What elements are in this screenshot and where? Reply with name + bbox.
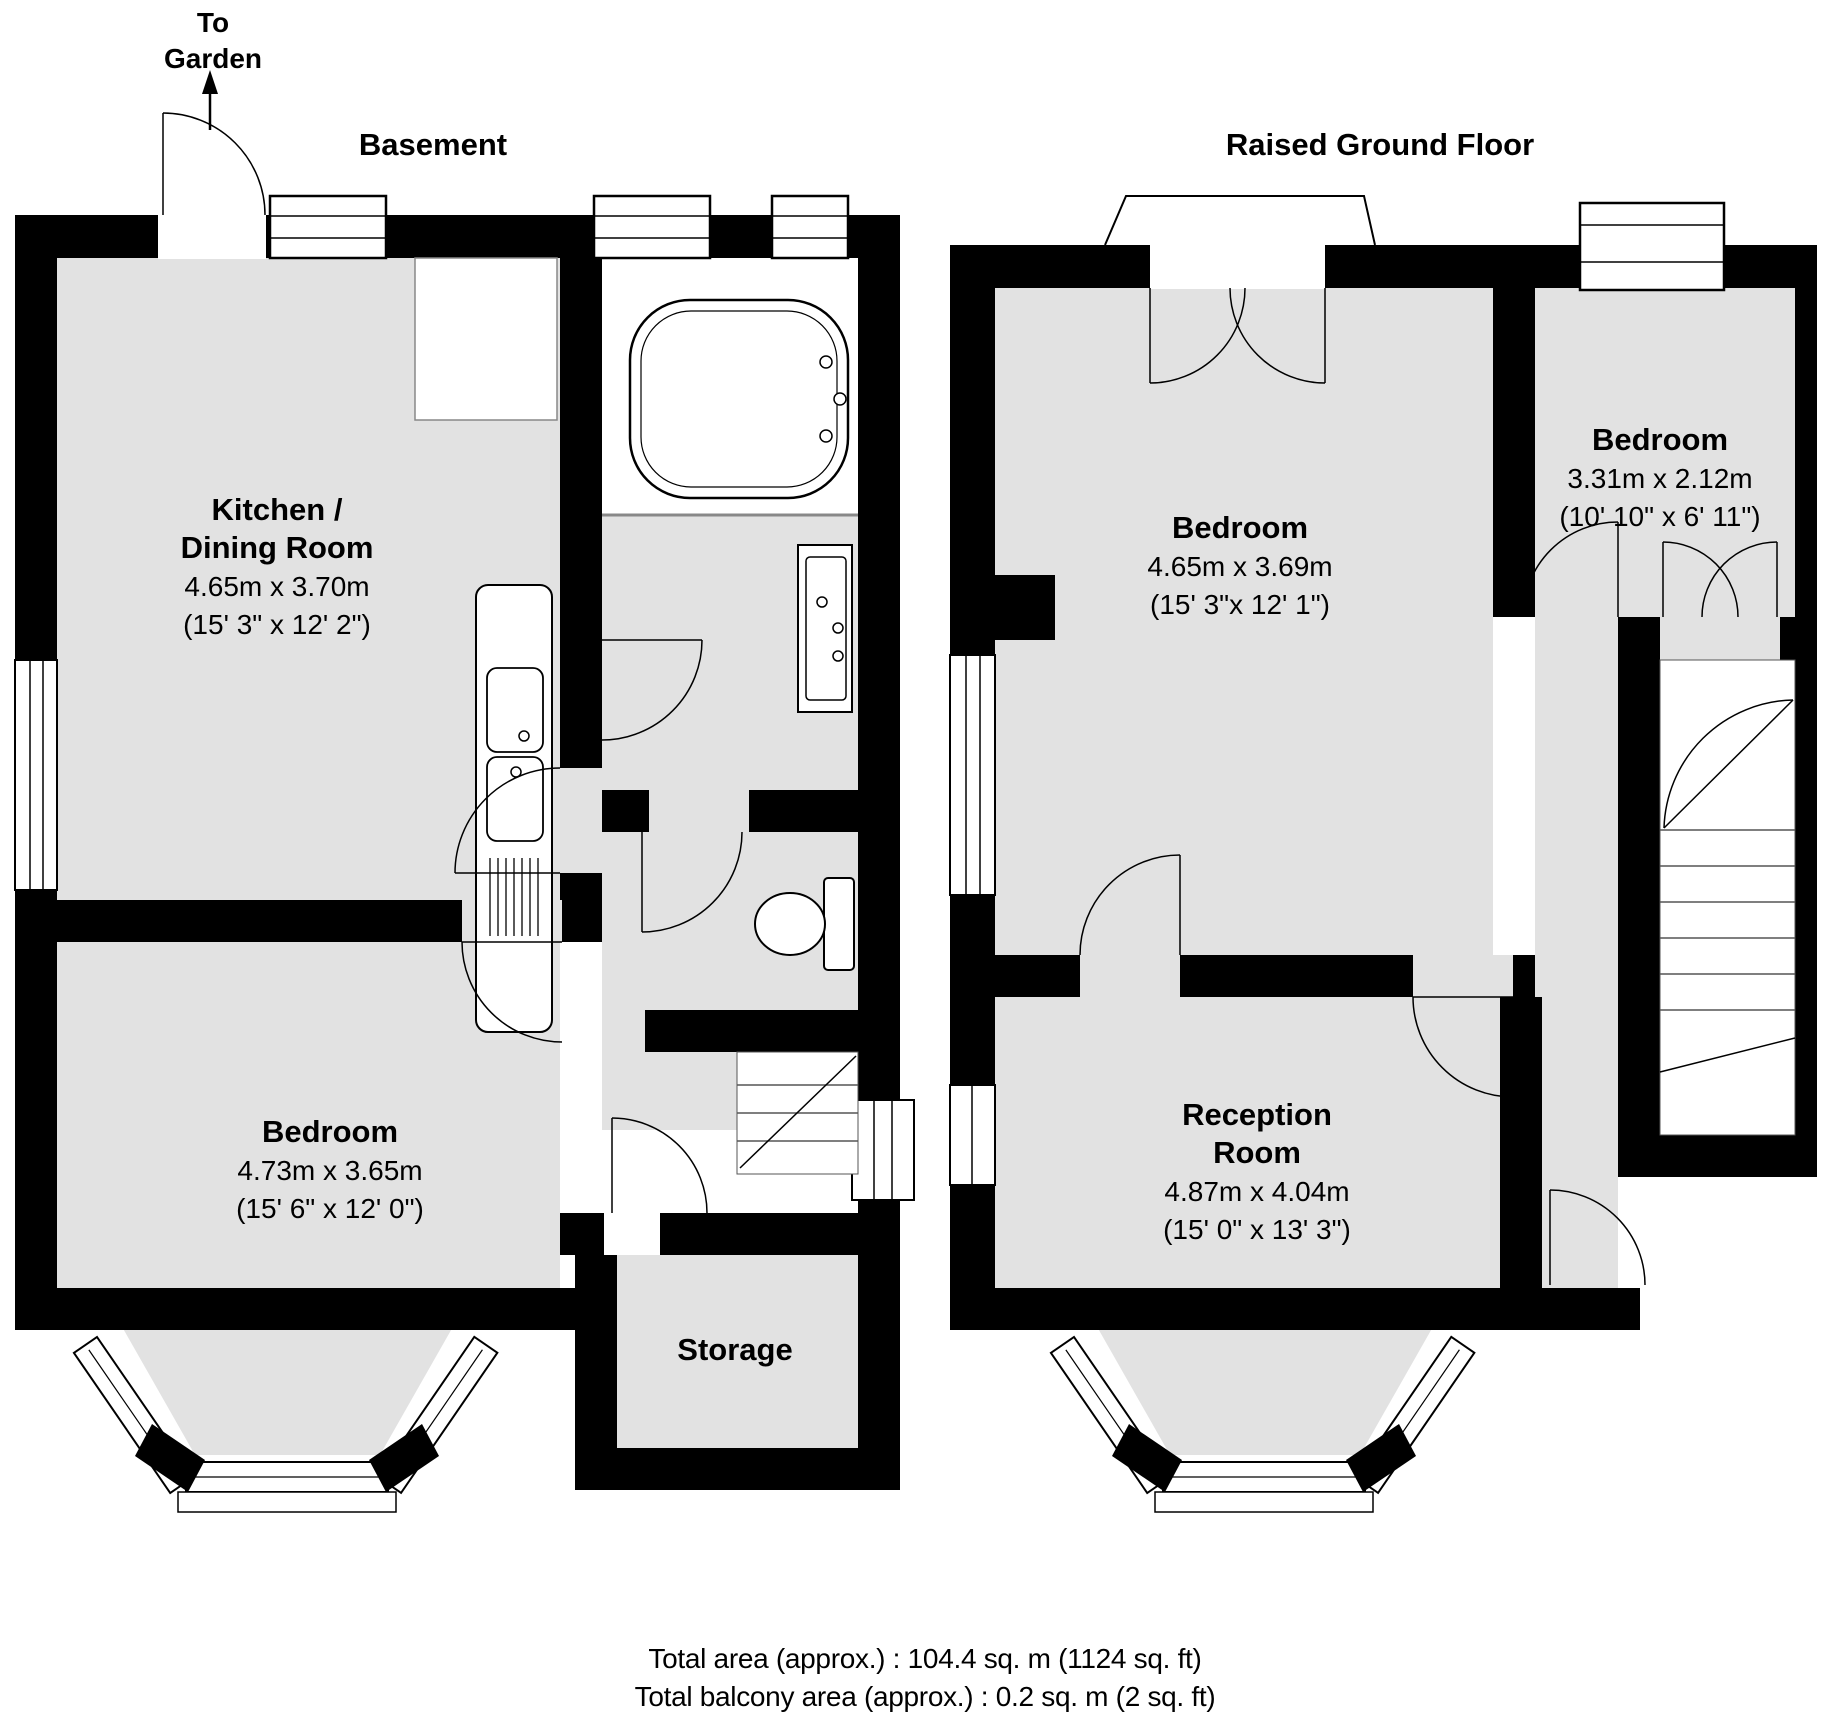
bedroom-front-floor xyxy=(995,288,1493,955)
svg-text:4.65m x 3.69m: 4.65m x 3.69m xyxy=(1147,551,1332,582)
rgf-floors xyxy=(995,288,1795,1455)
to-garden-annotation: To Garden xyxy=(164,7,262,130)
bathtub-icon xyxy=(628,298,850,500)
bay-window-icon xyxy=(72,1335,499,1513)
door-arc xyxy=(601,639,703,741)
basement-doors xyxy=(162,112,743,1214)
reception-floor xyxy=(995,997,1500,1455)
door-arc xyxy=(641,831,743,933)
worktop-icon xyxy=(414,257,558,421)
rgf-doors xyxy=(1079,287,1778,1286)
svg-text:(15' 3" x 12' 2"): (15' 3" x 12' 2") xyxy=(183,609,371,640)
door-arc xyxy=(1549,1189,1646,1286)
kitchen-sink-icon xyxy=(475,584,553,1033)
double-door-balcony xyxy=(1149,287,1326,384)
window-icon xyxy=(949,1084,996,1186)
balcony-icon xyxy=(1104,195,1376,246)
bathroom-sink-icon xyxy=(797,544,853,713)
svg-text:4.65m x 3.70m: 4.65m x 3.70m xyxy=(184,571,369,602)
window-icon xyxy=(949,654,996,896)
arrow-head-icon xyxy=(202,70,218,94)
svg-text:Bedroom: Bedroom xyxy=(262,1114,398,1149)
svg-text:(15' 0" x 13' 3"): (15' 0" x 13' 3") xyxy=(1163,1214,1351,1245)
total-balcony-area-text: Total balcony area (approx.) : 0.2 sq. m… xyxy=(635,1681,1216,1712)
basement-title: Basement xyxy=(359,127,507,162)
reception-label: Reception Room 4.87m x 4.04m (15' 0" x 1… xyxy=(1163,1097,1351,1245)
door-arc xyxy=(1079,854,1181,956)
svg-text:Bedroom: Bedroom xyxy=(1172,510,1308,545)
rgf-openings xyxy=(1080,244,1780,997)
window-icon xyxy=(851,1099,915,1201)
svg-text:Kitchen /: Kitchen / xyxy=(212,492,343,527)
to-garden-label-line1: To xyxy=(197,7,229,38)
kitchen-dining-label: Kitchen / Dining Room 4.65m x 3.70m (15'… xyxy=(181,492,374,640)
raised-ground-floor-title: Raised Ground Floor xyxy=(1226,127,1534,162)
rgf-bedroom-front-label: Bedroom 4.65m x 3.69m (15' 3"x 12' 1") xyxy=(1147,510,1332,620)
svg-text:Bedroom: Bedroom xyxy=(1592,422,1728,457)
door-arc xyxy=(611,1117,708,1214)
svg-text:3.31m x 2.12m: 3.31m x 2.12m xyxy=(1567,463,1752,494)
footer: Total area (approx.) : 104.4 sq. m (1124… xyxy=(635,1643,1216,1712)
basement-windows xyxy=(14,194,915,1201)
rgf-hall-floor xyxy=(1535,617,1618,1288)
svg-text:(15' 6" x 12' 0"): (15' 6" x 12' 0") xyxy=(236,1193,424,1224)
window-icon xyxy=(268,194,388,260)
door-arc xyxy=(454,767,561,874)
svg-text:Room: Room xyxy=(1213,1135,1301,1170)
double-door-bedroom-rear xyxy=(1662,541,1778,618)
basement-bedroom-label: Bedroom 4.73m x 3.65m (15' 6" x 12' 0") xyxy=(236,1114,424,1224)
window-icon xyxy=(592,194,712,260)
bedroom-rear-floor xyxy=(1535,288,1795,617)
basement-fixtures xyxy=(414,257,859,1175)
storage-label: Storage xyxy=(677,1332,792,1367)
toilet-icon xyxy=(754,877,855,971)
to-garden-label-line2: Garden xyxy=(164,43,262,74)
rgf-bedroom-rear-label: Bedroom 3.31m x 2.12m (10' 10" x 6' 11") xyxy=(1559,422,1760,532)
window-icon xyxy=(770,194,850,260)
stairs-icon xyxy=(736,1051,859,1175)
bay-window-icon xyxy=(1049,1335,1476,1513)
storage-floor xyxy=(617,1255,858,1448)
raised-ground-floor-plan xyxy=(949,195,1817,1513)
window-icon xyxy=(1578,201,1726,292)
basement-plan xyxy=(14,112,915,1513)
door-arc xyxy=(461,941,563,1043)
svg-text:4.87m x 4.04m: 4.87m x 4.04m xyxy=(1164,1176,1349,1207)
door-arc xyxy=(1522,521,1619,618)
total-area-text: Total area (approx.) : 104.4 sq. m (1124… xyxy=(648,1643,1201,1674)
svg-text:Reception: Reception xyxy=(1182,1097,1332,1132)
rgf-windows xyxy=(949,201,1726,1186)
svg-text:Dining Room: Dining Room xyxy=(181,530,374,565)
window-icon xyxy=(14,659,58,891)
svg-text:(10' 10" x 6' 11"): (10' 10" x 6' 11") xyxy=(1559,501,1760,532)
door-to-garden xyxy=(162,112,266,216)
svg-text:4.73m x 3.65m: 4.73m x 3.65m xyxy=(237,1155,422,1186)
stairs-icon xyxy=(1659,659,1796,1136)
door-arc xyxy=(1412,996,1514,1098)
svg-text:(15' 3"x 12' 1"): (15' 3"x 12' 1") xyxy=(1150,589,1330,620)
